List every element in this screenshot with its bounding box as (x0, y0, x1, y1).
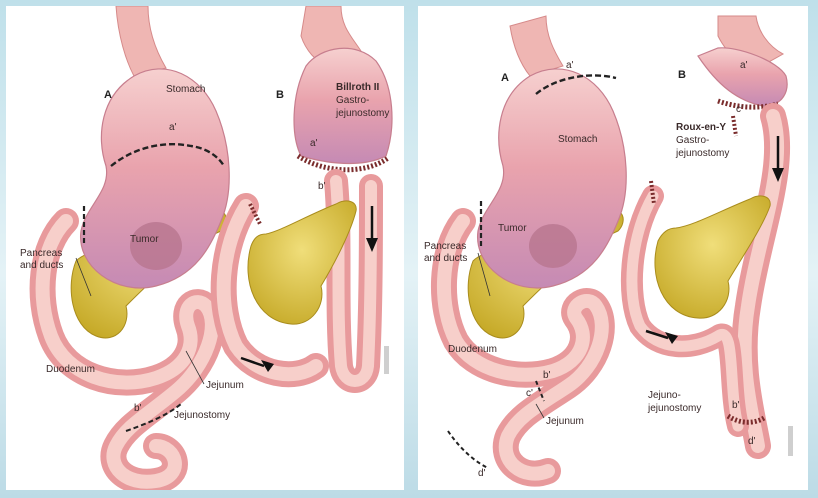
billroth-ii-svg: A Stomach a' Tumor Pancreas and ducts Du… (6, 6, 404, 490)
label-c-prime-rb: c' (736, 104, 743, 115)
label-b-prime-b: b' (318, 181, 326, 192)
label-a-left: A (104, 89, 112, 101)
label-pancreas-1: Pancreas (20, 248, 62, 259)
credit-mark-right (788, 426, 793, 456)
label-duodenum: Duodenum (46, 364, 95, 375)
label-a-prime-b: a' (310, 138, 318, 149)
c-staple-rb (733, 116, 736, 136)
billroth-ii-illustration: A Stomach a' Tumor Pancreas and ducts Du… (6, 6, 404, 490)
label-jj-2: jejunostomy (647, 403, 701, 414)
label-tumor: Tumor (130, 234, 159, 245)
esophagus (116, 6, 166, 76)
label-pancreas-ra-1: Pancreas (424, 241, 466, 252)
label-a-prime-ra: a' (566, 60, 574, 71)
credit-mark-left (384, 346, 389, 374)
roux-en-y-illustration: A a' Stomach Tumor Pancreas and ducts Du… (418, 6, 808, 490)
tumor-a (130, 222, 182, 270)
label-gastro: Gastro- (336, 95, 369, 106)
label-duodenum-ra: Duodenum (448, 344, 497, 355)
label-billroth: Billroth II (336, 82, 380, 93)
label-jejunostomy-b: jejunostomy (335, 108, 389, 119)
label-jejunostomy: Jejunostomy (174, 410, 230, 421)
label-a-prime: a' (169, 122, 177, 133)
label-stomach-ra: Stomach (558, 134, 597, 145)
d-line-ra (448, 431, 488, 468)
tumor-ra (529, 224, 577, 268)
label-a-right: A (501, 72, 509, 84)
esophagus-ra (510, 16, 563, 76)
label-gastro-rb: Gastro- (676, 135, 709, 146)
label-b-left: B (276, 89, 284, 101)
label-pancreas-ra-2: and ducts (424, 253, 467, 264)
label-jejunostomy-rb: jejunostomy (675, 148, 729, 159)
label-b-prime-rb: b' (732, 400, 740, 411)
label-a-prime-rb: a' (740, 60, 748, 71)
label-stomach: Stomach (166, 84, 205, 95)
label-d-prime-rb: d' (748, 436, 756, 447)
label-b-right: B (678, 69, 686, 81)
label-roux: Roux-en-Y (676, 122, 726, 133)
label-b-prime-ra: b' (543, 370, 551, 381)
label-jejunum-ra: Jejunum (546, 416, 584, 427)
label-pancreas-2: and ducts (20, 260, 63, 271)
label-tumor-ra: Tumor (498, 223, 527, 234)
roux-en-y-svg: A a' Stomach Tumor Pancreas and ducts Du… (418, 6, 808, 490)
label-d-prime-ra: d' (478, 468, 486, 479)
label-jj-1: Jejuno- (648, 390, 681, 401)
label-c-prime-ra: c' (526, 388, 533, 399)
label-jejunum: Jejunum (206, 380, 244, 391)
label-b-prime: b' (134, 403, 142, 414)
